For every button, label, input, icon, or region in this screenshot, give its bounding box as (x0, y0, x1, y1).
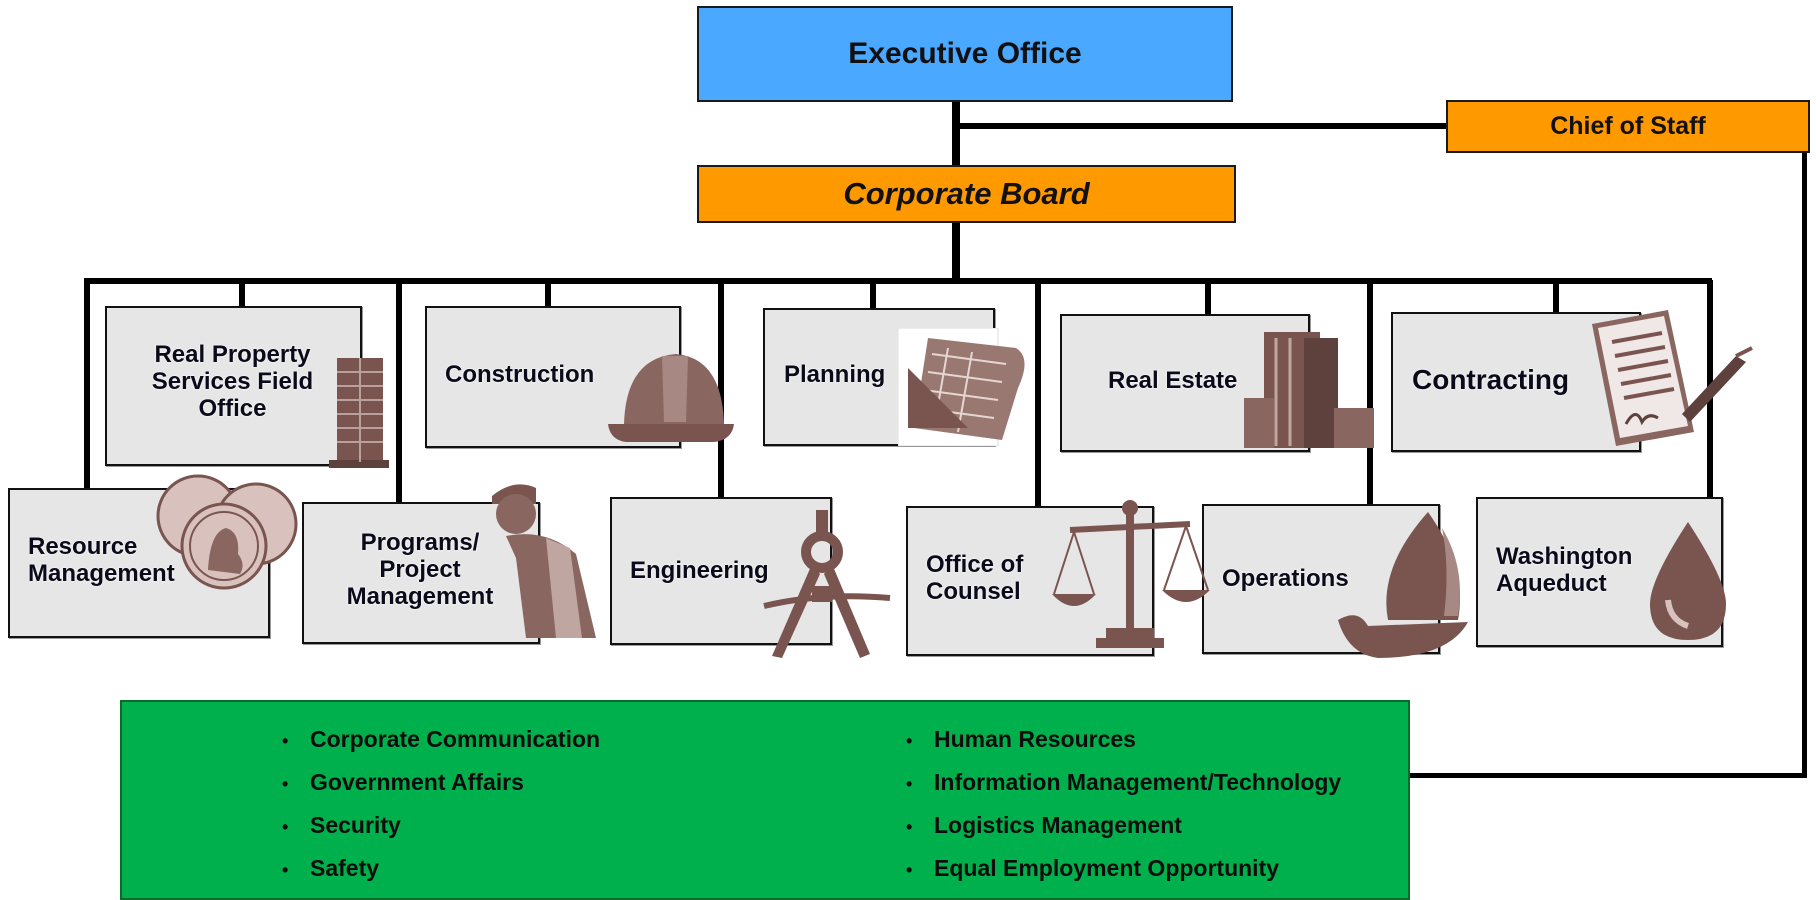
hard-hat-icon (604, 344, 738, 448)
executive-office-box: Executive Office (697, 6, 1233, 102)
unit-real-property (105, 306, 362, 466)
list-item: •Equal Employment Opportunity (906, 855, 1280, 881)
executive-office-label: Executive Office (848, 37, 1082, 70)
list-item: •Information Management/Technology (906, 769, 1342, 795)
label-office-of-counsel: Office of Counsel (926, 551, 1024, 605)
corporate-board-box: Corporate Board (697, 165, 1236, 223)
list-item: •Corporate Communication (282, 726, 601, 752)
connector-main-bus (86, 278, 1712, 284)
drop (1035, 280, 1041, 508)
chief-of-staff-box: Chief of Staff (1446, 100, 1810, 153)
drop (870, 280, 876, 310)
label-programs: Programs/ Project Management (346, 529, 494, 610)
connector-exec-down (952, 102, 960, 166)
list-item: •Human Resources (906, 726, 1136, 752)
contract-pen-icon (1586, 306, 1756, 452)
building-icon (325, 350, 397, 470)
list-item: •Government Affairs (282, 769, 524, 795)
compass-icon (760, 498, 894, 658)
staff-list-right: •Human Resources •Information Management… (906, 718, 1341, 890)
label-resource-management: Resource Management (28, 533, 175, 587)
label-construction: Construction (445, 361, 595, 388)
skyscraper-icon (1244, 328, 1374, 450)
label-operations: Operations (1222, 565, 1349, 592)
list-item: •Logistics Management (906, 812, 1182, 838)
label-contracting: Contracting (1412, 364, 1570, 395)
connector-chief-of-staff (956, 123, 1446, 129)
drop (1205, 280, 1211, 316)
label-planning: Planning (784, 361, 886, 388)
label-real-estate: Real Estate (1108, 367, 1238, 394)
chief-of-staff-label: Chief of Staff (1550, 112, 1706, 140)
scales-icon (1050, 498, 1210, 652)
staff-list-left: •Corporate Communication •Government Aff… (282, 718, 600, 890)
label-washington-aqueduct: Washington Aqueduct (1496, 543, 1633, 597)
corporate-board-label: Corporate Board (843, 176, 1090, 211)
connector-chief-to-green (1410, 773, 1807, 778)
label-engineering: Engineering (630, 557, 769, 584)
sailboat-icon (1338, 508, 1478, 660)
blueprint-icon (898, 328, 1032, 446)
list-item: •Safety (282, 855, 380, 881)
connector-board-down (952, 222, 960, 282)
coins-icon (156, 474, 302, 590)
connector-chief-right (1802, 150, 1807, 778)
label-real-property: Real Property Services Field Office (151, 341, 314, 422)
drop (396, 280, 402, 502)
worker-icon (486, 478, 602, 640)
drop (1367, 280, 1373, 506)
drop (239, 280, 245, 308)
water-drop-icon (1640, 520, 1736, 644)
drop (718, 280, 724, 498)
drop (545, 280, 551, 308)
staff-offices-panel: •Corporate Communication •Government Aff… (120, 700, 1410, 900)
drop (1553, 280, 1559, 314)
list-item: •Security (282, 812, 401, 838)
drop (84, 278, 90, 490)
